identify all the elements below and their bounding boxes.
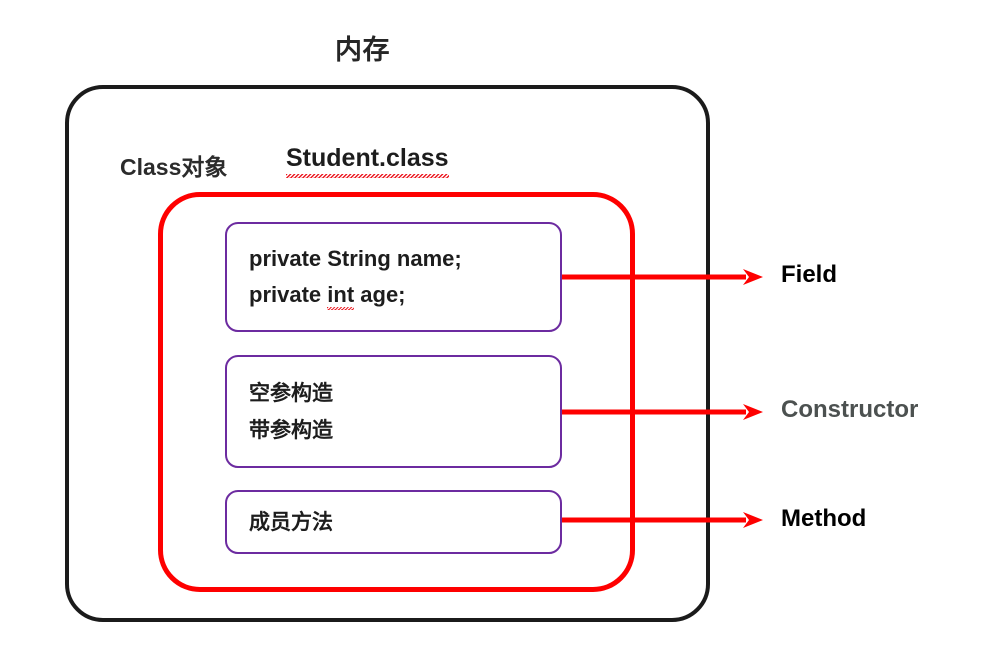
field-line-2-prefix: private: [249, 282, 328, 307]
memory-box: [65, 85, 710, 622]
constructor-box: 空参构造 带参构造: [225, 355, 562, 468]
field-line-2-suffix: age;: [354, 282, 406, 307]
class-object-label: Class对象: [120, 154, 228, 180]
class-file-label: Student.class: [286, 144, 449, 178]
class-file-label-text: Student.class: [286, 144, 449, 178]
field-line-2: private int age;: [249, 282, 560, 310]
field-line-1: private String name;: [249, 246, 462, 271]
method-line-1: 成员方法: [249, 510, 333, 534]
class-object-box: [158, 192, 635, 592]
diagram-title: 内存: [335, 35, 390, 65]
constructor-label: Constructor: [781, 396, 919, 423]
field-label: Field: [781, 261, 838, 288]
constructor-line-1: 空参构造: [249, 381, 333, 405]
constructor-line-2: 带参构造: [249, 418, 333, 442]
field-box: private String name; private int age;: [225, 222, 562, 332]
method-box: 成员方法: [225, 490, 562, 554]
field-line-2-spellcheck-word: int: [327, 282, 355, 310]
method-label: Method: [781, 505, 867, 532]
